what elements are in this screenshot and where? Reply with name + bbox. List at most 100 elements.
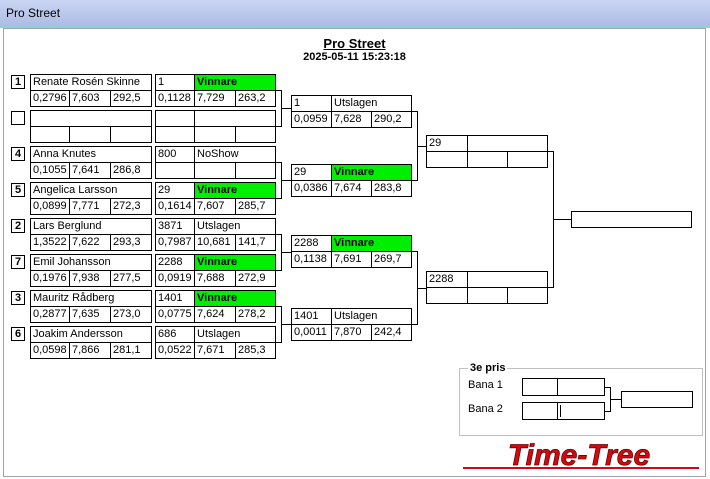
semi-id[interactable]: 29: [426, 135, 468, 152]
semi-status[interactable]: [467, 135, 548, 152]
round2-speed[interactable]: 269,7: [371, 251, 412, 268]
lane-2-field-b[interactable]: [557, 402, 605, 420]
result-id[interactable]: 2288: [155, 254, 195, 271]
semi-reaction[interactable]: [426, 151, 468, 168]
elapsed-time[interactable]: 7,938: [69, 270, 111, 287]
result-elapsed[interactable]: 7,671: [194, 342, 236, 359]
round2-id[interactable]: 2288: [291, 235, 332, 252]
reaction-time[interactable]: [30, 126, 70, 143]
result-reaction[interactable]: 0,0522: [155, 342, 195, 359]
driver-name[interactable]: [30, 110, 152, 127]
lane-1-field-b[interactable]: [557, 378, 605, 396]
round2-status[interactable]: Vinnare: [331, 235, 412, 252]
round2-id[interactable]: 29: [291, 164, 332, 181]
round2-elapsed[interactable]: 7,691: [331, 251, 372, 268]
result-speed[interactable]: 263,2: [235, 90, 276, 107]
speed[interactable]: 272,3: [110, 198, 152, 215]
speed[interactable]: [110, 126, 152, 143]
result-status[interactable]: Utslagen: [194, 218, 276, 235]
result-speed[interactable]: 272,9: [235, 270, 276, 287]
semi-id[interactable]: 2288: [426, 271, 468, 288]
reaction-time[interactable]: 0,1055: [30, 162, 70, 179]
round2-status[interactable]: Utslagen: [331, 95, 412, 112]
result-id[interactable]: 3871: [155, 218, 195, 235]
round2-reaction[interactable]: 0,1138: [291, 251, 332, 268]
result-speed[interactable]: 285,7: [235, 198, 276, 215]
result-elapsed[interactable]: 10,681: [194, 234, 236, 251]
round2-id[interactable]: 1: [291, 95, 332, 112]
result-status[interactable]: Vinnare: [194, 74, 276, 91]
result-id[interactable]: [155, 110, 195, 127]
reaction-time[interactable]: 0,2877: [30, 306, 70, 323]
speed[interactable]: 292,5: [110, 90, 152, 107]
result-speed[interactable]: 278,2: [235, 306, 276, 323]
result-id[interactable]: 1401: [155, 290, 195, 307]
semi-elapsed[interactable]: [467, 151, 508, 168]
elapsed-time[interactable]: 7,603: [69, 90, 111, 107]
driver-name[interactable]: Joakim Andersson: [30, 326, 152, 343]
round2-speed[interactable]: 242,4: [371, 324, 412, 341]
driver-name[interactable]: Emil Johansson: [30, 254, 152, 271]
result-elapsed[interactable]: [194, 162, 236, 179]
elapsed-time[interactable]: 7,771: [69, 198, 111, 215]
result-reaction[interactable]: 0,1128: [155, 90, 195, 107]
result-status[interactable]: Vinnare: [194, 290, 276, 307]
reaction-time[interactable]: 0,1976: [30, 270, 70, 287]
result-elapsed[interactable]: 7,624: [194, 306, 236, 323]
driver-name[interactable]: Angelica Larsson: [30, 182, 152, 199]
speed[interactable]: 273,0: [110, 306, 152, 323]
elapsed-time[interactable]: 7,866: [69, 342, 111, 359]
result-reaction[interactable]: 0,0919: [155, 270, 195, 287]
round2-reaction[interactable]: 0,0011: [291, 324, 332, 341]
result-elapsed[interactable]: 7,688: [194, 270, 236, 287]
speed[interactable]: 286,8: [110, 162, 152, 179]
result-speed[interactable]: [235, 126, 276, 143]
result-elapsed[interactable]: 7,607: [194, 198, 236, 215]
result-status[interactable]: Vinnare: [194, 182, 276, 199]
result-status[interactable]: NoShow: [194, 146, 276, 163]
result-status[interactable]: [194, 110, 276, 127]
semi-status[interactable]: [467, 271, 548, 288]
reaction-time[interactable]: 0,0598: [30, 342, 70, 359]
driver-name[interactable]: Mauritz Rådberg: [30, 290, 152, 307]
speed[interactable]: 281,1: [110, 342, 152, 359]
result-reaction[interactable]: 0,0775: [155, 306, 195, 323]
result-id[interactable]: 800: [155, 146, 195, 163]
result-reaction[interactable]: 0,7987: [155, 234, 195, 251]
elapsed-time[interactable]: 7,622: [69, 234, 111, 251]
semi-reaction[interactable]: [426, 287, 468, 304]
reaction-time[interactable]: 1,3522: [30, 234, 70, 251]
round2-id[interactable]: 1401: [291, 308, 332, 325]
round2-elapsed[interactable]: 7,628: [331, 111, 372, 128]
speed[interactable]: 293,3: [110, 234, 152, 251]
driver-name[interactable]: Renate Rosén Skinne: [30, 74, 152, 91]
round2-reaction[interactable]: 0,0959: [291, 111, 332, 128]
result-status[interactable]: Utslagen: [194, 326, 276, 343]
third-place-result[interactable]: [621, 391, 693, 408]
semi-speed[interactable]: [507, 287, 548, 304]
result-reaction[interactable]: [155, 126, 195, 143]
result-elapsed[interactable]: 7,729: [194, 90, 236, 107]
elapsed-time[interactable]: 7,635: [69, 306, 111, 323]
lane-1-field-a[interactable]: [522, 378, 558, 396]
round2-speed[interactable]: 283,8: [371, 180, 412, 197]
result-id[interactable]: 686: [155, 326, 195, 343]
driver-name[interactable]: Lars Berglund: [30, 218, 152, 235]
result-id[interactable]: 29: [155, 182, 195, 199]
result-elapsed[interactable]: [194, 126, 236, 143]
result-reaction[interactable]: 0,1614: [155, 198, 195, 215]
round2-reaction[interactable]: 0,0386: [291, 180, 332, 197]
round2-status[interactable]: Utslagen: [331, 308, 412, 325]
result-speed[interactable]: 285,3: [235, 342, 276, 359]
driver-name[interactable]: Anna Knutes: [30, 146, 152, 163]
lane-2-field-a[interactable]: [522, 402, 558, 420]
result-status[interactable]: Vinnare: [194, 254, 276, 271]
result-id[interactable]: 1: [155, 74, 195, 91]
semi-elapsed[interactable]: [467, 287, 508, 304]
round2-speed[interactable]: 290,2: [371, 111, 412, 128]
round2-elapsed[interactable]: 7,674: [331, 180, 372, 197]
reaction-time[interactable]: 0,2796: [30, 90, 70, 107]
round2-elapsed[interactable]: 7,870: [331, 324, 372, 341]
round2-status[interactable]: Vinnare: [331, 164, 412, 181]
result-reaction[interactable]: [155, 162, 195, 179]
